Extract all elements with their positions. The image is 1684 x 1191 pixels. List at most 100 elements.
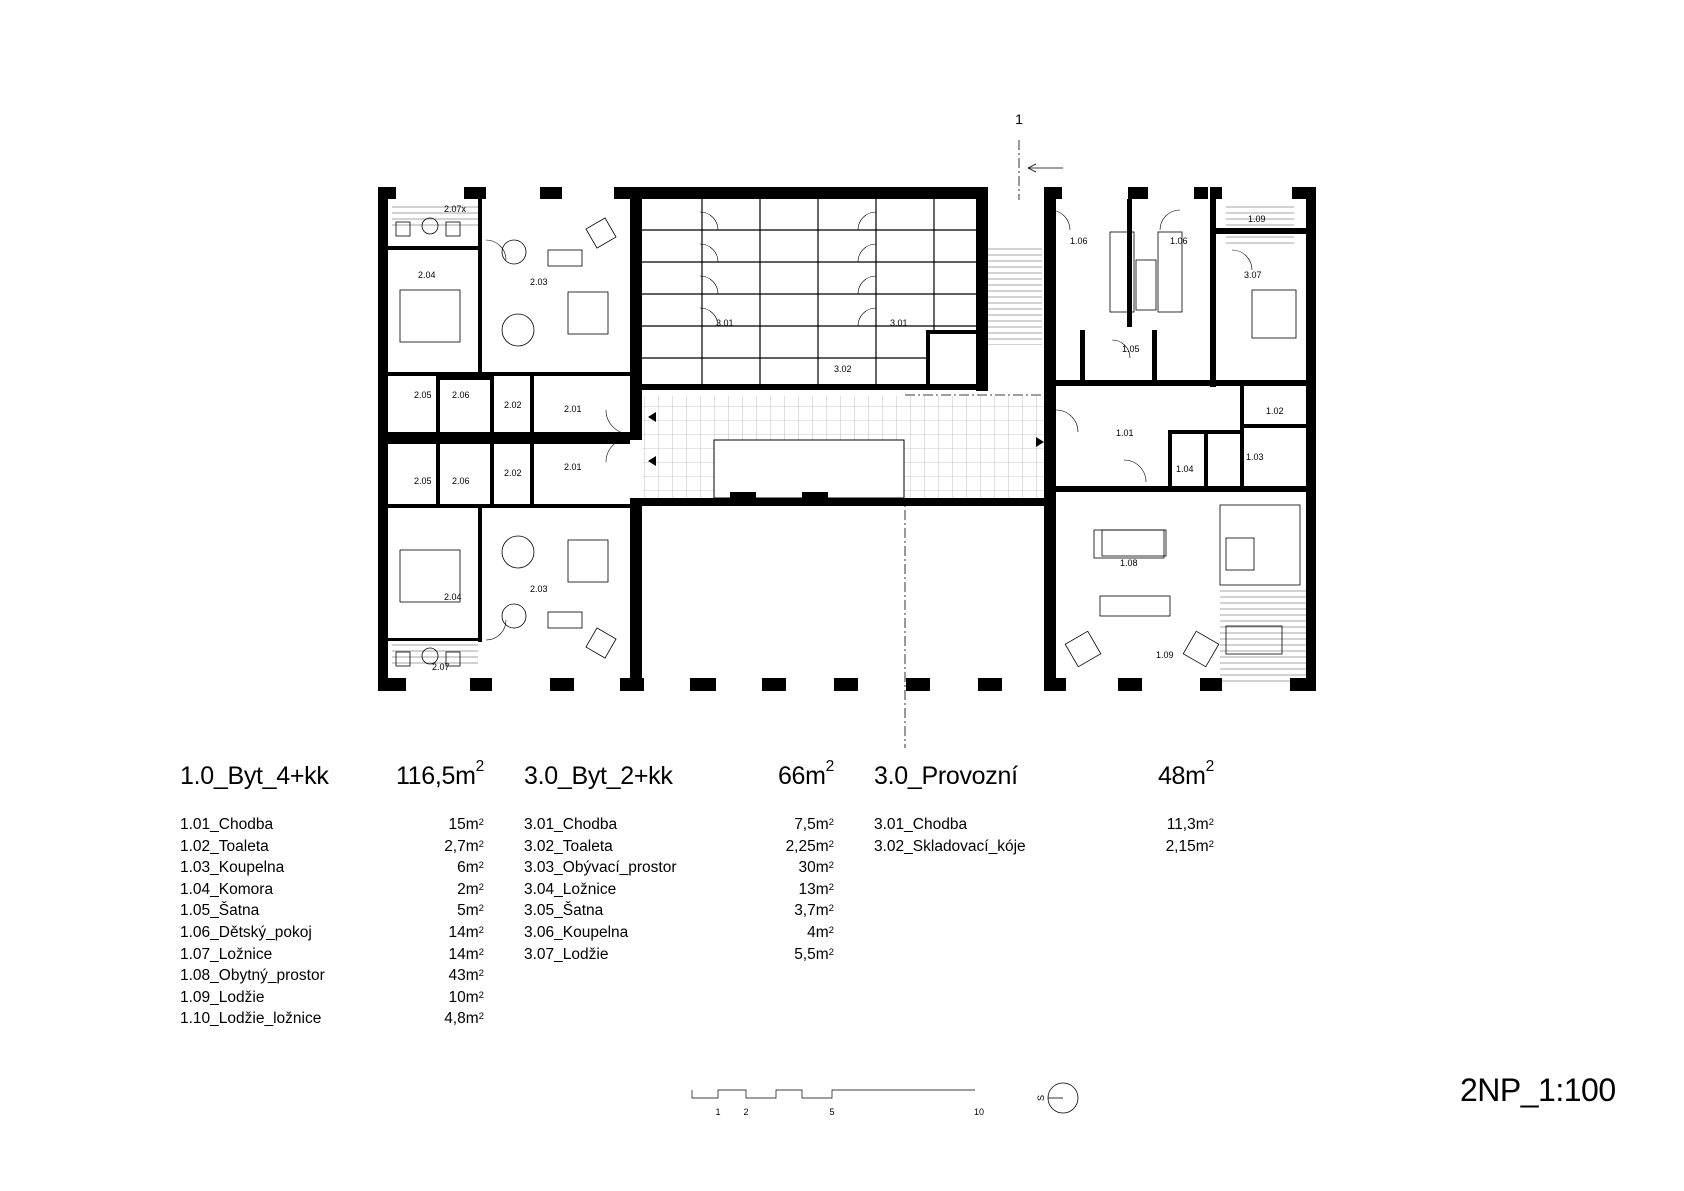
table-row: 3.01_Chodba 7,5m2 bbox=[524, 814, 834, 836]
room-label: 2.07 bbox=[432, 662, 450, 672]
room-label: 1.08 bbox=[1120, 558, 1138, 568]
room-area: 3,7m2 bbox=[794, 902, 834, 920]
room-name: 3.06_Koupelna bbox=[524, 923, 629, 941]
furniture bbox=[395, 217, 1301, 668]
room-label: 1.02 bbox=[1266, 406, 1284, 416]
room-label: 2.03 bbox=[530, 584, 548, 594]
atrium-void bbox=[713, 439, 905, 499]
scale-tick-10: 10 bbox=[974, 1107, 984, 1117]
room-label: 2.03 bbox=[530, 277, 548, 287]
walls bbox=[378, 187, 1316, 691]
room-label: 1.09 bbox=[1248, 214, 1266, 224]
room-name: 3.04_Ložnice bbox=[524, 880, 617, 898]
room-label: 2.05 bbox=[414, 390, 432, 400]
room-label: 1.01 bbox=[1116, 428, 1134, 438]
room-name: 1.03_Koupelna bbox=[180, 859, 285, 877]
table-header: 1.0_Byt_4+kk 116,5m2 bbox=[180, 758, 484, 796]
room-label: 2.01 bbox=[564, 404, 582, 414]
room-label: 2.04 bbox=[444, 592, 462, 602]
table-row: 3.02_Toaleta 2,25m2 bbox=[524, 836, 834, 858]
table-total-area: 48m2 bbox=[1157, 758, 1214, 790]
room-label: 3.01 bbox=[716, 318, 734, 328]
room-area: 13m2 bbox=[798, 880, 835, 898]
room-area: 2,25m2 bbox=[785, 837, 834, 855]
table-title: 1.0_Byt_4+kk bbox=[180, 762, 329, 790]
room-name: 1.09_Lodžie bbox=[180, 988, 265, 1006]
table-row: 1.03_Koupelna 6m2 bbox=[180, 857, 484, 879]
room-area: 14m2 bbox=[448, 945, 485, 963]
corridor-arrows bbox=[648, 412, 1044, 466]
table-row: 1.06_Dětský_pokoj 14m2 bbox=[180, 922, 484, 944]
room-name: 1.06_Dětský_pokoj bbox=[180, 923, 312, 941]
room-area: 11,3m2 bbox=[1166, 816, 1214, 833]
room-name: 1.08_Obytný_prostor bbox=[180, 967, 325, 985]
door-swings bbox=[485, 209, 1253, 641]
room-area: 2,7m2 bbox=[444, 837, 484, 855]
room-label: 2.02 bbox=[504, 400, 522, 410]
room-name: 3.07_Lodžie bbox=[524, 945, 609, 963]
table-rows: 3.01_Chodba 7,5m2 3.02_Toaleta 2,25m2 3.03_O… bbox=[524, 814, 834, 965]
table-row: 3.06_Koupelna 4m2 bbox=[524, 922, 834, 944]
table-row: 1.09_Lodžie 10m2 bbox=[180, 987, 484, 1009]
area-table-byt-2kk: 3.0_Byt_2+kk 66m2 3.01_Chodba 7,5m2 3.02_T… bbox=[524, 758, 834, 965]
room-area: 10m2 bbox=[448, 988, 485, 1006]
room-label: 2.05 bbox=[414, 476, 432, 486]
room-label: 3.07 bbox=[1244, 270, 1262, 280]
room-name: 3.05_Šatna bbox=[524, 902, 604, 920]
scale-tick-1: 1 bbox=[715, 1107, 720, 1117]
table-row: 1.04_Komora 2m2 bbox=[180, 879, 484, 901]
table-row: 1.07_Ložnice 14m2 bbox=[180, 944, 484, 966]
room-name: 1.07_Ložnice bbox=[180, 945, 273, 963]
loggia-decking-right bbox=[1226, 206, 1294, 244]
room-area: 5,5m2 bbox=[794, 945, 834, 963]
room-name: 3.01_Chodba bbox=[524, 816, 618, 833]
table-row: 1.02_Toaleta 2,7m2 bbox=[180, 836, 484, 858]
room-area: 2m2 bbox=[457, 880, 484, 898]
room-labels: 2.07x 2.04 2.03 2.05 2.06 2.02 2.01 2.05… bbox=[414, 204, 1284, 672]
room-label: 3.02 bbox=[834, 364, 852, 374]
room-name: 1.02_Toaleta bbox=[180, 837, 269, 855]
loggia-decking-upper bbox=[392, 204, 478, 230]
room-name: 1.01_Chodba bbox=[180, 816, 274, 833]
room-label: 3.01 bbox=[890, 318, 908, 328]
north-label: S bbox=[1036, 1095, 1046, 1101]
table-total-area: 116,5m2 bbox=[395, 758, 484, 790]
axis-label: 1 bbox=[1015, 111, 1023, 127]
room-area: 4m2 bbox=[807, 923, 834, 941]
room-area: 14m2 bbox=[448, 923, 485, 941]
room-label: 2.02 bbox=[504, 468, 522, 478]
table-title: 3.0_Byt_2+kk bbox=[524, 762, 673, 790]
room-label: 1.04 bbox=[1176, 464, 1194, 474]
room-area: 2,15m2 bbox=[1165, 837, 1214, 855]
room-label: 1.06 bbox=[1070, 236, 1088, 246]
table-header: 3.0_Byt_2+kk 66m2 bbox=[524, 758, 834, 796]
table-row: 3.05_Šatna 3,7m2 bbox=[524, 900, 834, 922]
table-title: 3.0_Provozní bbox=[874, 762, 1018, 790]
room-area: 6m2 bbox=[457, 859, 484, 877]
loggia-decking bbox=[1220, 590, 1306, 684]
staircase bbox=[986, 247, 1042, 345]
room-name: 3.02_Toaleta bbox=[524, 837, 613, 855]
room-label: 2.04 bbox=[418, 270, 436, 280]
room-name: 1.04_Komora bbox=[180, 880, 274, 898]
room-area: 30m2 bbox=[798, 859, 835, 877]
room-name: 1.05_Šatna bbox=[180, 902, 260, 920]
room-area: 5m2 bbox=[457, 902, 484, 920]
room-label: 2.01 bbox=[564, 462, 582, 472]
scale-tick-5: 5 bbox=[829, 1107, 834, 1117]
scale-tick-2: 2 bbox=[743, 1107, 748, 1117]
scale-bar: 1 2 5 10 bbox=[691, 1089, 984, 1117]
table-header: 3.0_Provozní 48m2 bbox=[874, 758, 1214, 796]
room-area: 7,5m2 bbox=[794, 816, 834, 833]
